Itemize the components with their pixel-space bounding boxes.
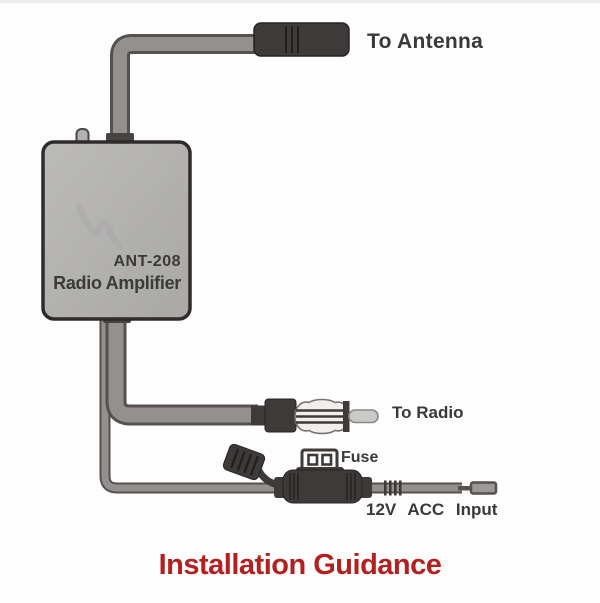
watermark-icon xyxy=(74,201,124,249)
amplifier-box-icon xyxy=(41,128,192,323)
wire-link-icon xyxy=(458,486,472,491)
wire-rib-marks-icon xyxy=(384,480,402,496)
fuse-label: Fuse xyxy=(341,449,379,466)
rubber-cap-icon xyxy=(222,443,266,481)
antenna-connector-icon xyxy=(253,22,350,57)
radio-cable-icon xyxy=(105,315,258,426)
to-radio-label: To Radio xyxy=(392,403,464,422)
power-cable-icon xyxy=(99,317,498,496)
device-label: ANT-208 Radio Amplifier xyxy=(40,252,181,295)
fuse-holder-icon xyxy=(222,443,372,504)
radio-plug-icon xyxy=(251,398,379,435)
to-antenna-label: To Antenna xyxy=(367,30,484,53)
power-terminal-icon xyxy=(469,481,498,495)
wiring-artwork xyxy=(41,22,498,504)
device-name-label: Radio Amplifier xyxy=(53,273,181,293)
device-model-label: ANT-208 xyxy=(113,253,181,270)
power-input-label: 12V ACC Input xyxy=(366,500,498,519)
page-title: Installation Guidance xyxy=(158,549,442,581)
antenna-cable-icon xyxy=(110,34,262,145)
